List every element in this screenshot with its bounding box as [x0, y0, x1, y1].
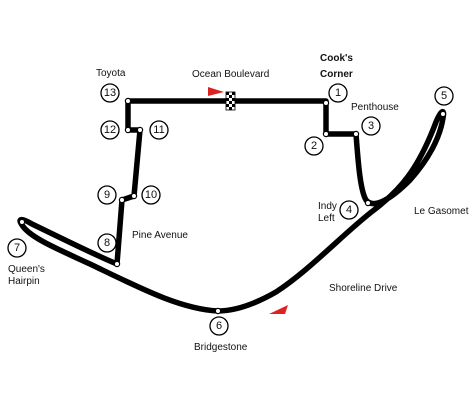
svg-text:13: 13 [104, 87, 116, 99]
corner-nodes [18, 97, 447, 315]
svg-text:10: 10 [145, 189, 157, 201]
svg-text:6: 6 [216, 320, 222, 332]
label-indy-left-line1: Indy [318, 201, 337, 212]
start-finish-flag-icon [225, 91, 236, 111]
svg-text:8: 8 [104, 237, 110, 249]
svg-text:4: 4 [346, 204, 352, 216]
svg-text:2: 2 [311, 140, 317, 152]
turn-1: 1 [328, 83, 348, 103]
svg-text:12: 12 [104, 124, 116, 136]
turn-9: 9 [97, 185, 117, 205]
label-cooks-corner-line2: Corner [320, 69, 353, 80]
turn-2: 2 [304, 136, 324, 156]
label-penthouse: Penthouse [351, 102, 399, 113]
label-cooks-corner-line1: Cook's [320, 53, 353, 64]
svg-text:11: 11 [153, 124, 164, 136]
label-le-gasomet: Le Gasomet [414, 206, 469, 217]
svg-text:9: 9 [104, 189, 110, 201]
turn-6: 6 [209, 316, 229, 336]
label-queens-hairpin-line2: Hairpin [8, 276, 40, 287]
label-ocean-boulevard: Ocean Boulevard [192, 69, 269, 80]
turn-3: 3 [361, 116, 381, 136]
label-shoreline-drive: Shoreline Drive [329, 283, 398, 294]
turn-7: 7 [7, 238, 27, 258]
turn-4: 4 [339, 200, 359, 220]
label-pine-avenue: Pine Avenue [132, 230, 188, 241]
turn-12: 12 [100, 120, 120, 140]
label-indy-left-line2: Left [318, 213, 335, 224]
svg-text:5: 5 [441, 90, 447, 102]
turn-11: 11 [149, 120, 169, 140]
label-toyota: Toyota [96, 68, 126, 79]
direction-arrow-icon [269, 305, 288, 314]
direction-arrow-icon [208, 87, 224, 96]
turn-5: 5 [434, 86, 454, 106]
turn-8: 8 [97, 233, 117, 253]
turn-13: 13 [100, 83, 120, 103]
label-bridgestone: Bridgestone [194, 342, 248, 353]
label-queens-hairpin-line1: Queen's [8, 264, 45, 275]
svg-text:3: 3 [368, 120, 374, 132]
turn-10: 10 [141, 185, 161, 205]
track-path [17, 98, 447, 314]
svg-text:7: 7 [14, 242, 20, 254]
svg-text:1: 1 [335, 87, 341, 99]
